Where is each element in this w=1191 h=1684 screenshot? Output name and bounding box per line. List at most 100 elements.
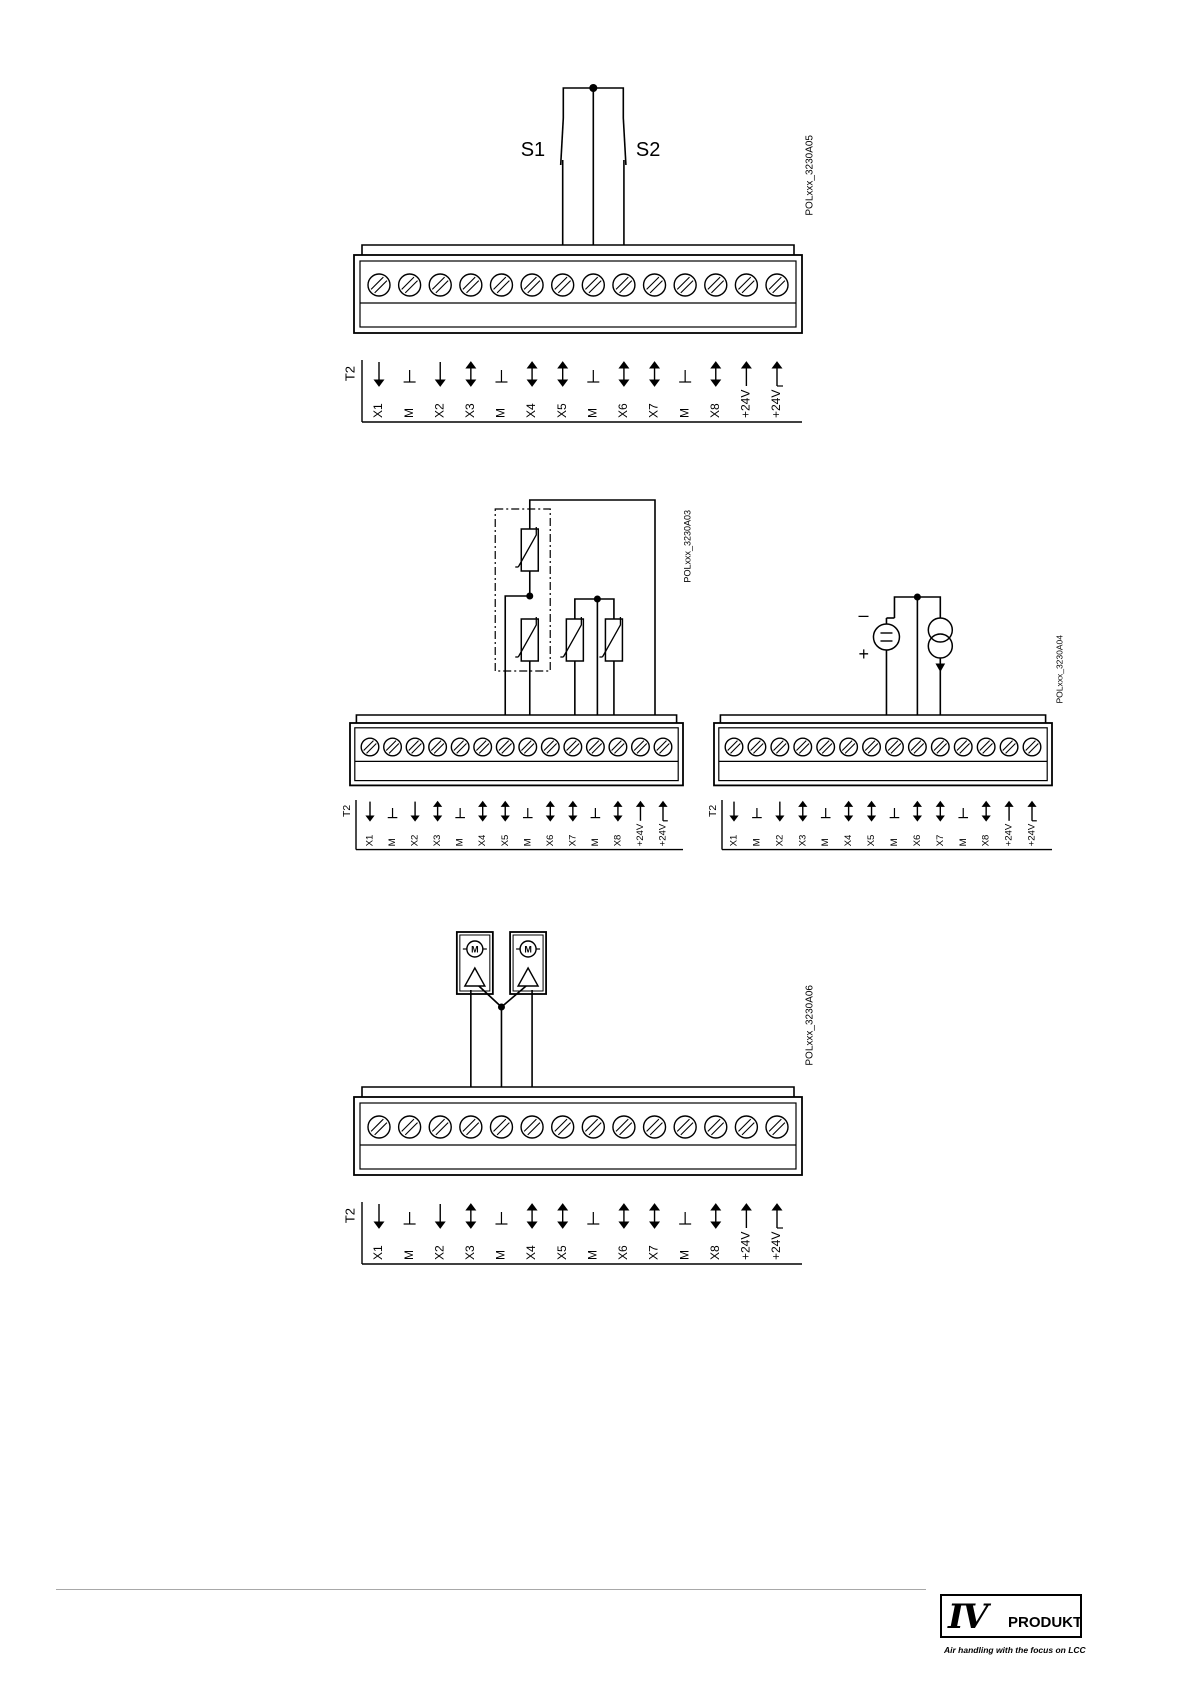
block-outer-frame [354, 1097, 802, 1175]
terminal-label: +24V [658, 823, 669, 846]
terminal-screw [766, 274, 788, 296]
terminal-symbol-arrow-down [436, 362, 445, 386]
arrow-head [776, 816, 783, 821]
screw-head [1000, 738, 1018, 756]
terminal-label: M [494, 408, 508, 418]
arrow-head [411, 816, 418, 821]
terminal-label: +24V [1027, 823, 1038, 846]
terminal-symbol-arrow-both [711, 362, 720, 386]
current-direction-arrow [936, 664, 944, 671]
terminal-screw [817, 738, 835, 756]
terminal-symbol-arrow-both [528, 1204, 537, 1228]
block-outer-frame [714, 723, 1052, 785]
terminal-symbol-arrow-both [914, 802, 921, 821]
terminal-label: M [889, 838, 900, 846]
terminal-symbol-arrow-both [983, 802, 990, 821]
terminal-symbol-arrow-both [868, 802, 875, 821]
terminal-screw [725, 738, 743, 756]
terminal-symbol-ground [587, 1212, 599, 1224]
terminal-label: +24V [635, 823, 646, 846]
arrow-head [868, 802, 875, 807]
screw-head [490, 1116, 512, 1138]
screw-head [609, 738, 627, 756]
motor-label: M [524, 945, 532, 955]
screw-head [542, 738, 560, 756]
terminal-symbol-arrow-down [776, 802, 783, 821]
arrow-head [558, 380, 567, 386]
arrow-head [650, 1222, 659, 1228]
terminal-screw [496, 738, 514, 756]
diagram-actuators: MMPOLxxx_3230A06T2X1MX2X3MX4X5MX6X7MX8+2… [342, 932, 815, 1264]
screw-head [582, 274, 604, 296]
terminal-label: M [494, 1250, 508, 1260]
terminal-label: X8 [981, 835, 992, 847]
arrow-head [528, 1204, 537, 1210]
terminal-screw [474, 738, 492, 756]
voltage-source-symbol [873, 624, 899, 650]
terminal-symbol-arrow-up [742, 362, 751, 386]
terminal-symbol-ground [404, 370, 416, 382]
arrow-head [773, 362, 782, 368]
terminal-screw [644, 1116, 666, 1138]
arrow-head [799, 816, 806, 821]
arrow-head [466, 1222, 475, 1228]
screw-head [460, 274, 482, 296]
screw-head [474, 738, 492, 756]
arrow-head [742, 1204, 751, 1210]
screw-head [644, 274, 666, 296]
terminal-label: X1 [365, 835, 376, 847]
terminal-label: +24V [739, 1232, 753, 1260]
terminal-symbol-arrow-up [1005, 802, 1012, 821]
terminal-symbol-ground [404, 1212, 416, 1224]
terminal-screw [429, 1116, 451, 1138]
terminal-symbol-ground [752, 808, 762, 818]
screw-head [460, 1116, 482, 1138]
terminal-symbol-ground [679, 1212, 691, 1224]
arrow-head [730, 816, 737, 821]
arrow-head [528, 380, 537, 386]
screw-head [399, 1116, 421, 1138]
screw-head [587, 738, 605, 756]
screw-head [886, 738, 904, 756]
terminal-screw [609, 738, 627, 756]
terminal-label: M [455, 838, 466, 846]
terminal-symbol-arrow-both [502, 802, 509, 821]
terminal-screw [613, 1116, 635, 1138]
terminal-symbol-arrow-both [547, 802, 554, 821]
footer-divider [56, 1589, 926, 1590]
screw-head [840, 738, 858, 756]
terminal-label: X7 [647, 1245, 661, 1260]
terminal-screw [977, 738, 995, 756]
screw-head [519, 738, 537, 756]
arrow-head [711, 1204, 720, 1210]
block-cover [720, 715, 1045, 723]
screw-head [735, 274, 757, 296]
sensor-resistor [560, 617, 583, 661]
block-inner-frame [360, 261, 796, 327]
terminal-screw [954, 738, 972, 756]
screw-head [490, 274, 512, 296]
arrow-head [614, 816, 621, 821]
screw-head [705, 1116, 727, 1138]
arrow-head [479, 802, 486, 807]
logo-frame: IV PRODUKT [940, 1594, 1082, 1638]
terminal-label: X6 [616, 1245, 630, 1260]
terminal-symbol-arrow-both [650, 1204, 659, 1228]
sensor-resistor [515, 527, 538, 571]
arrow-head [466, 1204, 475, 1210]
terminal-label: X8 [708, 1245, 722, 1260]
arrow-head [650, 380, 659, 386]
terminal-symbol-arrow-up-tee [773, 1204, 784, 1228]
parallel-wire [575, 599, 614, 620]
terminal-symbol-arrow-up-tee [659, 802, 667, 821]
terminal-screw [1000, 738, 1018, 756]
terminal-label: +24V [769, 390, 783, 418]
terminal-screw [674, 1116, 696, 1138]
terminal-label: M [590, 838, 601, 846]
drawing-code: POLxxx_3230A06 [805, 985, 816, 1066]
terminal-label: X8 [708, 403, 722, 418]
screw-head [552, 1116, 574, 1138]
arrow-head [547, 802, 554, 807]
logo-produkt-text: PRODUKT [1008, 1614, 1082, 1631]
